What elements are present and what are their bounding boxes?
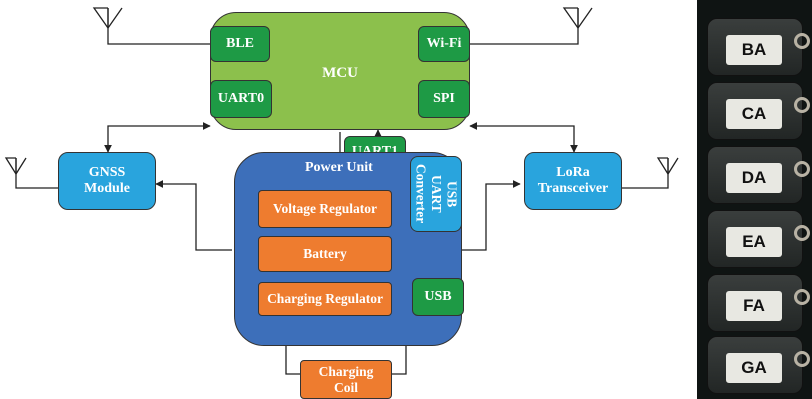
device-ea: EA [707, 210, 810, 268]
usb-label: USB [424, 288, 452, 304]
device-ring [794, 289, 810, 305]
lora-transceiver-label: LoRa Transceiver [538, 165, 609, 197]
mcu-label: MCU [322, 65, 358, 81]
gnss-label-line1: GNSS [88, 164, 126, 180]
device-screen: DA [726, 163, 782, 193]
gnss-module-label: GNSS Module [84, 165, 130, 197]
device-screen: EA [726, 227, 782, 257]
usb-uart-converter-label: USB UART Converter [413, 164, 460, 224]
device-ca: CA [707, 82, 810, 140]
device-label: EA [742, 232, 766, 251]
device-screen: CA [726, 99, 782, 129]
ble-antenna-icon [92, 7, 123, 30]
usb-uart-converter-block: USB UART Converter [410, 156, 462, 232]
charging-regulator-label: Charging Regulator [267, 291, 383, 307]
charging-coil-block: Charging Coil [300, 360, 392, 399]
uart0-block: UART0 [210, 80, 272, 118]
coil-line1: Charging [318, 363, 374, 379]
device-screen: BA [726, 35, 782, 65]
lora-transceiver-block: LoRa Transceiver [524, 152, 622, 210]
voltage-regulator-block: Voltage Regulator [258, 190, 392, 228]
device-ring [794, 97, 810, 113]
coil-link [285, 344, 407, 375]
uart0-gnss-link [104, 122, 211, 153]
wifi-label: Wi-Fi [426, 35, 462, 51]
wifi-block: Wi-Fi [418, 26, 470, 62]
uart0-label: UART0 [217, 90, 265, 106]
gnss-antenna [15, 158, 58, 189]
power-lora-power [462, 180, 521, 251]
spi-label: SPI [433, 90, 455, 106]
device-fa: FA [707, 274, 810, 332]
battery-block: Battery [258, 236, 392, 272]
device-ring [794, 33, 810, 49]
device-label: FA [743, 296, 765, 315]
gnss-module-block: GNSS Module [58, 152, 156, 210]
device-label: DA [741, 168, 767, 187]
lora-antenna-icon [656, 157, 679, 176]
converter-line2: UART [428, 175, 444, 213]
device-ring [794, 351, 810, 367]
device-ba: BA [707, 18, 810, 76]
converter-line1: USB [444, 180, 460, 208]
device-ring [794, 161, 810, 177]
power-gnss-power [155, 180, 232, 251]
device-label: GA [741, 358, 767, 377]
device-photo: BA CA DA EA FA GA [697, 0, 812, 399]
gnss-label-line2: Module [84, 181, 130, 196]
device-screen: GA [726, 353, 782, 383]
ble-antenna [107, 8, 210, 45]
ble-label: BLE [225, 35, 254, 51]
coil-line2: Coil [333, 379, 358, 395]
device-ga: GA [707, 336, 810, 394]
spi-lora-link [469, 122, 578, 153]
converter-line3: Converter [413, 164, 429, 224]
usb-block: USB [412, 278, 464, 316]
lora-label-line1: LoRa [556, 164, 590, 180]
gnss-antenna-icon [4, 157, 27, 176]
wifi-antenna [470, 8, 579, 45]
device-screen: FA [726, 291, 782, 321]
lora-label-line2: Transceiver [537, 181, 609, 196]
device-da: DA [707, 146, 810, 204]
device-label: CA [741, 104, 767, 123]
charging-coil-label: Charging Coil [319, 364, 374, 395]
spi-block: SPI [418, 80, 470, 118]
wifi-antenna-icon [562, 7, 593, 30]
device-ring [794, 225, 810, 241]
battery-label: Battery [303, 246, 347, 262]
power-unit-title: Power Unit [305, 160, 373, 175]
device-label: BA [741, 40, 767, 59]
charging-regulator-block: Charging Regulator [258, 282, 392, 316]
voltage-regulator-label: Voltage Regulator [272, 201, 378, 217]
ble-block: BLE [210, 26, 270, 62]
